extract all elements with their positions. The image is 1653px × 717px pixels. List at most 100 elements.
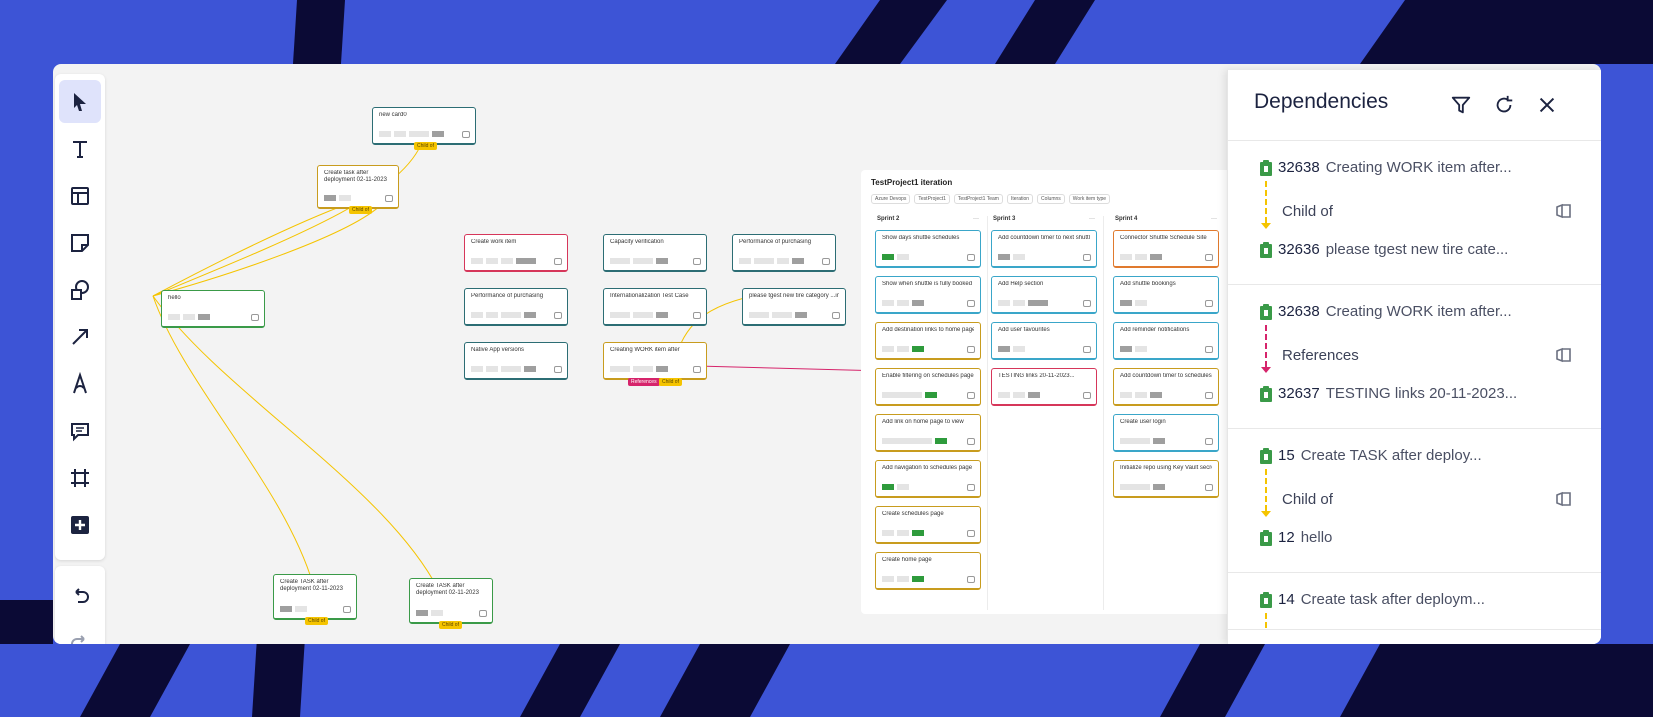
board-card[interactable]: Show days shuttle schedules [875,230,981,268]
filter-chip[interactable]: Work item type [1068,194,1111,204]
card-title: Create home page [882,557,932,563]
frame-tool[interactable] [59,456,101,499]
canvas-card[interactable]: Create task after deployment 02-11-2023 [317,165,399,209]
close-icon [1539,97,1555,113]
column-menu-icon[interactable]: ··· [973,216,979,222]
work-item-title: Creating WORK item after... [1325,159,1512,176]
board-card[interactable]: Add navigation to schedules page in [875,460,981,498]
board-card[interactable]: Initialize repo using Key Vault secret [1113,460,1219,498]
card-title: Add navigation to schedules page in [882,465,974,471]
filter-chip[interactable]: TestProject1 [914,194,950,204]
dependency-target[interactable]: 32637 TESTING links 20-11-2023... [1260,385,1517,402]
canvas-card[interactable]: Internationalization Test Case [603,288,707,326]
filter-chip[interactable]: Iteration [1006,194,1034,204]
card-title: Add countdown timer to schedules [1120,373,1212,379]
dependency-item[interactable]: 32638 Creating WORK item after... Refere… [1228,285,1601,429]
board-card[interactable]: Connector Shuttle Schedule Site [1113,230,1219,268]
board-card[interactable]: TESTING links 20-11-2023... [991,368,1097,406]
shapes-tool[interactable] [59,268,101,311]
work-item-title: Create TASK after deploy... [1300,447,1482,464]
add-tool[interactable] [59,503,101,546]
canvas-card[interactable]: Performance of purchasing [732,234,836,272]
dependency-item[interactable]: 32638 Creating WORK item after... Child … [1228,141,1601,285]
card-title: Add reminder notifications [1120,327,1190,333]
board-card[interactable]: Create home page [875,552,981,590]
filter-button[interactable] [1448,92,1474,118]
column-menu-icon[interactable]: ··· [1211,216,1217,222]
locate-icon[interactable] [1554,345,1574,365]
dependency-item[interactable]: 15 Create TASK after deploy... Child of … [1228,429,1601,573]
child-of-tag: Child of [305,617,328,625]
work-item-id: 32636 [1278,241,1320,258]
undo-button[interactable] [59,574,101,617]
refresh-button[interactable] [1491,92,1517,118]
canvas-card[interactable]: Create TASK after deployment 02-11-2023 [273,574,357,620]
canvas-card[interactable]: Performance of purchasing [464,288,568,326]
refresh-icon [1496,95,1513,113]
relation-label: References [1282,347,1359,364]
filter-chip[interactable]: Columns [1037,194,1065,204]
dependency-source[interactable]: 32638 Creating WORK item after... [1260,303,1512,320]
dependency-source[interactable]: 15 Create TASK after deploy... [1260,447,1482,464]
references-tag: References [628,378,660,386]
canvas-card[interactable]: Creating WORK item after [603,342,707,380]
close-button[interactable] [1534,92,1560,118]
canvas-card[interactable]: Native App versions [464,342,568,380]
dependency-source[interactable]: 14 Create task after deploym... [1260,591,1485,608]
arrow-tool[interactable] [59,315,101,358]
work-item-id: 12 [1278,529,1295,546]
dependency-item[interactable]: 14 Create task after deploym... [1228,573,1601,630]
sticky-note-tool[interactable] [59,221,101,264]
iteration-board[interactable]: TestProject1 iteration Azure Devops Test… [861,170,1241,614]
board-card[interactable]: Add destination links to home page [875,322,981,360]
board-card[interactable]: Add countdown timer to next shuttle [991,230,1097,268]
comment-tool[interactable] [59,409,101,452]
board-card[interactable]: Add link on home page to view [875,414,981,452]
column-menu-icon[interactable]: ··· [1089,216,1095,222]
canvas-card[interactable]: Create work item [464,234,568,272]
canvas-card[interactable]: new card0 [372,107,476,145]
column-header: Sprint 4 [1115,216,1138,222]
whiteboard-canvas[interactable]: new card0 Child of Create task after dep… [53,64,1601,644]
locate-icon[interactable] [1554,489,1574,509]
filter-chip[interactable]: TestProject1 Team [953,194,1003,204]
canvas-card[interactable]: hello [161,290,265,328]
board-card[interactable]: Enable filtering on schedules page [875,368,981,406]
card-title: Performance of purchasing [471,293,544,299]
board-card[interactable]: Create schedules page [875,506,981,544]
locate-icon[interactable] [1554,201,1574,221]
card-title: Creating WORK item after [610,347,680,353]
board-card[interactable]: Show when shuttle is fully booked [875,276,981,314]
canvas-card[interactable]: please tgest new tire category ...in [742,288,846,326]
card-title: Connector Shuttle Schedule Site [1120,235,1207,241]
text-tool[interactable] [59,127,101,170]
canvas-card[interactable]: Capacity verification [603,234,707,272]
canvas-card[interactable]: Create TASK after deployment 02-11-2023 [409,578,493,624]
cursor-tool[interactable] [59,80,101,123]
board-card[interactable]: Add reminder notifications [1113,322,1219,360]
dependency-source[interactable]: 32638 Creating WORK item after... [1260,159,1512,176]
column-header: Sprint 2 [877,216,900,222]
board-card[interactable]: Create user login [1113,414,1219,452]
work-item-id: 15 [1278,447,1295,464]
pen-tool[interactable] [59,362,101,405]
board-column: Sprint 3 ··· [987,216,1099,610]
work-item-icon [1260,529,1272,546]
filter-chip[interactable]: Azure Devops [871,194,911,204]
card-title: Add countdown timer to next shuttle [998,235,1090,241]
template-tool[interactable] [59,174,101,217]
work-item-icon [1260,447,1272,464]
redo-button[interactable] [59,621,101,644]
board-card[interactable]: Add Help section [991,276,1097,314]
board-card[interactable]: Add user favourites [991,322,1097,360]
card-title: Add user favourites [998,327,1050,333]
card-title: Enable filtering on schedules page [882,373,974,379]
cursor-icon [74,92,86,111]
dependency-target[interactable]: 32636 please tgest new tire cate... [1260,241,1508,258]
card-title: Add Help section [998,281,1044,287]
work-item-id: 32637 [1278,385,1320,402]
dependency-target[interactable]: 12 hello [1260,529,1332,546]
board-card[interactable]: Add shuttle bookings [1113,276,1219,314]
sticky-note-icon [71,233,89,252]
board-card[interactable]: Add countdown timer to schedules [1113,368,1219,406]
